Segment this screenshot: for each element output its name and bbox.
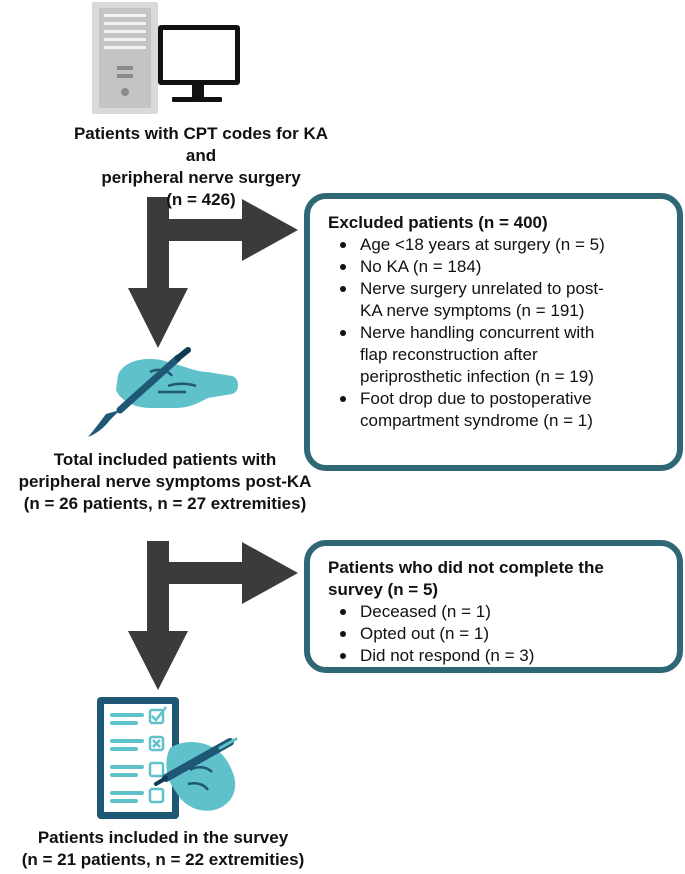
step1-line: Patients with CPT codes for KA and <box>73 124 329 165</box>
step2-line: Total included patients with <box>53 450 277 469</box>
exclusion1-item-text: Age <18 years at surgery (n = 5) <box>360 235 605 254</box>
survey-checklist-with-pen-icon <box>97 697 238 819</box>
excluded-patients-box: Excluded patients (n = 400) Age <18 year… <box>304 193 683 471</box>
exclusion2-item: Did not respond (n = 3) <box>328 645 667 667</box>
exclusion2-item-text: Opted out (n = 1) <box>360 624 489 643</box>
step3-label: Patients included in the survey (n = 21 … <box>0 827 326 871</box>
exclusion1-item-text: Nerve handling concurrent with <box>360 323 595 342</box>
flow-arrow-1 <box>128 197 298 348</box>
hand-with-scalpel-icon <box>88 347 238 437</box>
exclusion2-title: Patients who did not complete the survey… <box>328 557 667 601</box>
did-not-complete-box: Patients who did not complete the survey… <box>304 540 683 673</box>
exclusion1-item-text: compartment syndrome (n = 1) <box>360 411 593 430</box>
exclusion1-item-text: Nerve surgery unrelated to post- <box>360 279 604 298</box>
exclusion1-item-text: No KA (n = 184) <box>360 257 482 276</box>
exclusion2-list: Deceased (n = 1) Opted out (n = 1) Did n… <box>328 601 667 667</box>
exclusion2-item: Opted out (n = 1) <box>328 623 667 645</box>
step3-line: (n = 21 patients, n = 22 extremities) <box>21 850 305 869</box>
exclusion1-item: Nerve handling concurrent with flap reco… <box>328 322 667 388</box>
step1-line: (n = 426) <box>166 190 236 209</box>
step2-line: peripheral nerve symptoms post-KA <box>18 472 312 491</box>
exclusion2-item-text: Did not respond (n = 3) <box>360 646 535 665</box>
step2-line: (n = 26 patients, n = 27 extremities) <box>23 494 307 513</box>
desktop-computer-icon <box>92 2 240 114</box>
exclusion1-item: Foot drop due to postoperative compartme… <box>328 388 667 432</box>
exclusion1-item-text: periprosthetic infection (n = 19) <box>360 367 594 386</box>
step1-line: peripheral nerve surgery <box>101 168 301 187</box>
step1-label: Patients with CPT codes for KA and perip… <box>60 123 342 211</box>
step3-line: Patients included in the survey <box>37 828 289 847</box>
exclusion2-item-text: Deceased (n = 1) <box>360 602 491 621</box>
exclusion1-item-text: flap reconstruction after <box>360 345 538 364</box>
exclusion1-list: Age <18 years at surgery (n = 5) No KA (… <box>328 234 667 432</box>
exclusion2-title-line: Patients who did not complete the <box>328 558 604 577</box>
step2-label: Total included patients with peripheral … <box>0 449 330 515</box>
exclusion1-item-text: KA nerve symptoms (n = 191) <box>360 301 585 320</box>
exclusion2-item: Deceased (n = 1) <box>328 601 667 623</box>
exclusion1-item: No KA (n = 184) <box>328 256 667 278</box>
flow-arrow-2 <box>128 541 298 690</box>
exclusion1-item: Age <18 years at surgery (n = 5) <box>328 234 667 256</box>
exclusion2-title-line: survey (n = 5) <box>328 580 439 599</box>
exclusion1-item: Nerve surgery unrelated to post- KA nerv… <box>328 278 667 322</box>
exclusion1-title: Excluded patients (n = 400) <box>328 213 548 232</box>
exclusion1-item-text: Foot drop due to postoperative <box>360 389 592 408</box>
